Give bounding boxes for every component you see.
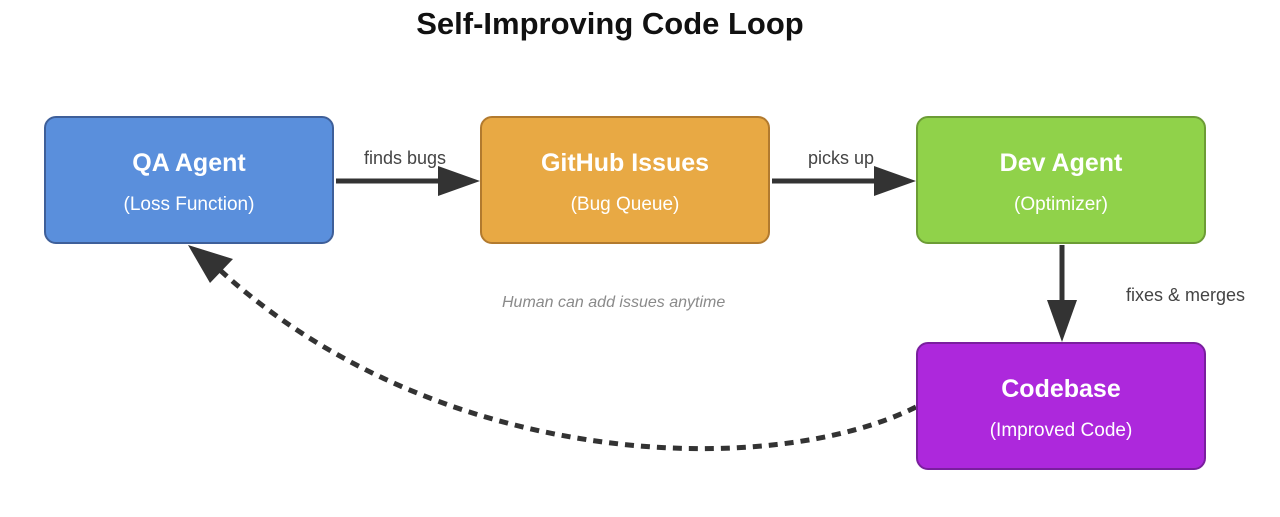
node-codebase: Codebase (Improved Code) (916, 342, 1206, 470)
edge-issues-to-dev-arrowhead (874, 166, 916, 196)
edge-codebase-to-qa-arrowhead (188, 245, 233, 283)
edge-codebase-to-qa-line (219, 269, 918, 452)
node-qa-agent-subtitle: (Loss Function) (123, 194, 255, 215)
edge-label-fixes-merges: fixes & merges (1126, 285, 1246, 305)
node-qa-agent: QA Agent (Loss Function) (44, 116, 334, 244)
node-github-issues: GitHub Issues (Bug Queue) (480, 116, 770, 244)
edge-label-finds-bugs: finds bugs (364, 148, 447, 168)
node-github-issues-subtitle: (Bug Queue) (570, 194, 680, 215)
node-github-issues-title: GitHub Issues (540, 149, 710, 177)
edge-issues-to-dev (772, 166, 916, 196)
edge-dev-to-codebase (1047, 245, 1077, 342)
edge-qa-to-issues (336, 166, 480, 196)
annotation-human-issues: Human can add issues anytime (502, 294, 726, 311)
edge-dev-to-codebase-arrowhead (1047, 300, 1077, 342)
node-codebase-title: Codebase (1001, 375, 1121, 403)
edge-label-picks-up: picks up (808, 148, 875, 168)
node-dev-agent: Dev Agent (Optimizer) (916, 116, 1206, 244)
edge-codebase-to-qa (188, 245, 918, 452)
node-dev-agent-subtitle: (Optimizer) (1014, 194, 1108, 215)
edge-qa-to-issues-arrowhead (438, 166, 480, 196)
node-dev-agent-title: Dev Agent (999, 149, 1123, 177)
node-qa-agent-title: QA Agent (132, 149, 246, 177)
diagram-title: Self-Improving Code Loop (416, 6, 804, 41)
node-codebase-subtitle: (Improved Code) (989, 420, 1133, 441)
